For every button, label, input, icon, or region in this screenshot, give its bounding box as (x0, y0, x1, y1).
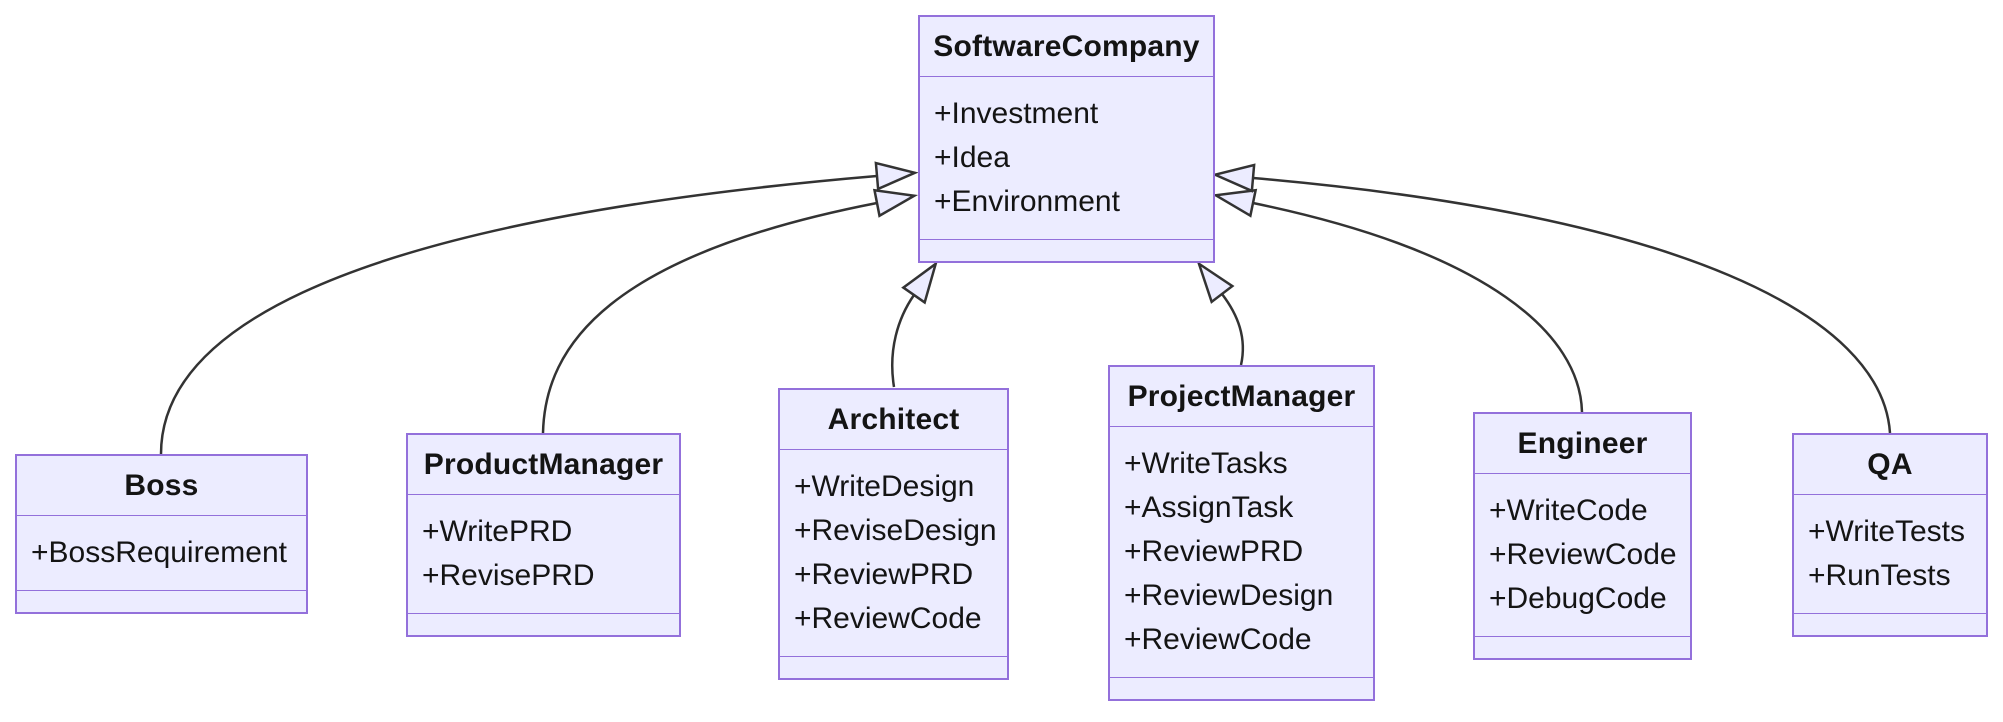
class-node-engineer: Engineer +WriteCode +ReviewCode +DebugCo… (1473, 412, 1692, 660)
edge-projectmanager-to-softwarecompany (1196, 260, 1245, 366)
class-attribute: +RevisePRD (422, 559, 595, 592)
class-attributes: +BossRequirement (17, 516, 306, 591)
class-attribute: +RunTests (1808, 559, 1951, 592)
class-title: ProjectManager (1110, 367, 1373, 427)
class-attribute: +ReviseDesign (794, 514, 997, 547)
class-attribute: +Environment (934, 185, 1120, 218)
class-methods-empty (17, 591, 306, 612)
class-attributes: +WriteCode +ReviewCode +DebugCode (1475, 474, 1690, 637)
class-attributes: +WriteTests +RunTests (1794, 495, 1986, 614)
class-attribute: +WriteTasks (1124, 447, 1288, 480)
class-attribute: +ReviewCode (794, 602, 982, 635)
class-attribute: +Investment (934, 97, 1099, 130)
class-title: SoftwareCompany (920, 17, 1213, 77)
class-attribute: +BossRequirement (31, 536, 287, 569)
class-methods-empty (408, 614, 679, 635)
class-title: ProductManager (408, 435, 679, 495)
class-attribute: +WriteTests (1808, 515, 1965, 548)
class-attribute: +WriteCode (1489, 494, 1648, 527)
class-attribute: +AssignTask (1124, 491, 1294, 524)
class-methods-empty (1110, 678, 1373, 699)
class-attribute: +WritePRD (422, 515, 573, 548)
class-node-softwarecompany: SoftwareCompany +Investment +Idea +Envir… (918, 15, 1215, 263)
class-attributes: +WritePRD +RevisePRD (408, 495, 679, 614)
class-attributes: +WriteTasks +AssignTask +ReviewPRD +Revi… (1110, 427, 1373, 678)
class-methods-empty (1475, 637, 1690, 658)
class-title: Boss (17, 456, 306, 516)
class-attribute: +WriteDesign (794, 470, 975, 503)
edge-boss-to-softwarecompany (159, 161, 919, 455)
class-title: Architect (780, 390, 1007, 450)
edge-architect-to-softwarecompany (890, 260, 938, 388)
class-node-productmanager: ProductManager +WritePRD +RevisePRD (406, 433, 681, 637)
class-attribute: +ReviewCode (1489, 538, 1677, 571)
class-node-qa: QA +WriteTests +RunTests (1792, 433, 1988, 637)
class-attributes: +WriteDesign +ReviseDesign +ReviewPRD +R… (780, 450, 1007, 657)
class-methods-empty (1794, 614, 1986, 635)
class-methods-empty (920, 240, 1213, 261)
class-attribute: +ReviewPRD (794, 558, 974, 591)
class-node-architect: Architect +WriteDesign +ReviseDesign +Re… (778, 388, 1009, 680)
class-node-projectmanager: ProjectManager +WriteTasks +AssignTask +… (1108, 365, 1375, 701)
class-attribute: +ReviewDesign (1124, 579, 1334, 612)
class-node-boss: Boss +BossRequirement (15, 454, 308, 614)
class-title: QA (1794, 435, 1986, 495)
class-attribute: +Idea (934, 141, 1010, 174)
class-attribute: +ReviewPRD (1124, 535, 1304, 568)
class-methods-empty (780, 657, 1007, 678)
class-attributes: +Investment +Idea +Environment (920, 77, 1213, 240)
class-attribute: +DebugCode (1489, 582, 1667, 615)
class-attribute: +ReviewCode (1124, 623, 1312, 656)
class-title: Engineer (1475, 414, 1690, 474)
